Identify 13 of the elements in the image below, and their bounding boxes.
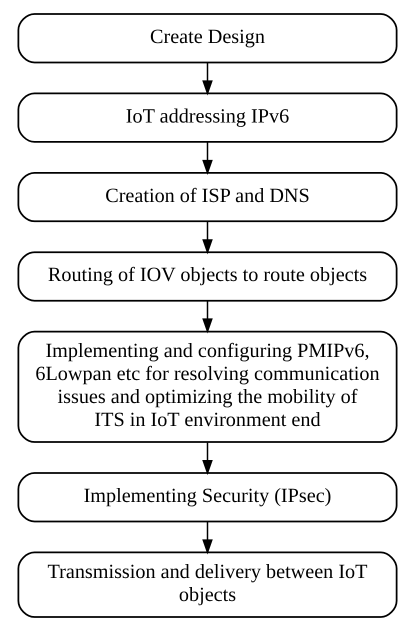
arrow	[202, 142, 213, 175]
arrow	[202, 301, 213, 334]
node-box: Transmission and delivery between IoT objects	[18, 552, 398, 618]
arrow	[202, 442, 213, 476]
arrow	[202, 62, 213, 96]
arrow	[202, 221, 213, 254]
arrow	[202, 522, 213, 554]
node-box: Implementing Security (IPsec)	[18, 472, 398, 522]
node-box: Creation of ISP and DNS	[18, 172, 398, 222]
node-box: Create Design	[18, 13, 398, 64]
node-box: Implementing and configuring PMIPv6, 6Lowpan etc for resolving communication issues and optimizing the mobility of ITS in IoT environment end	[18, 330, 398, 443]
node-box: IoT addressing IPv6	[18, 92, 398, 143]
node-box: Routing of IOV objects to route objects	[18, 251, 398, 302]
